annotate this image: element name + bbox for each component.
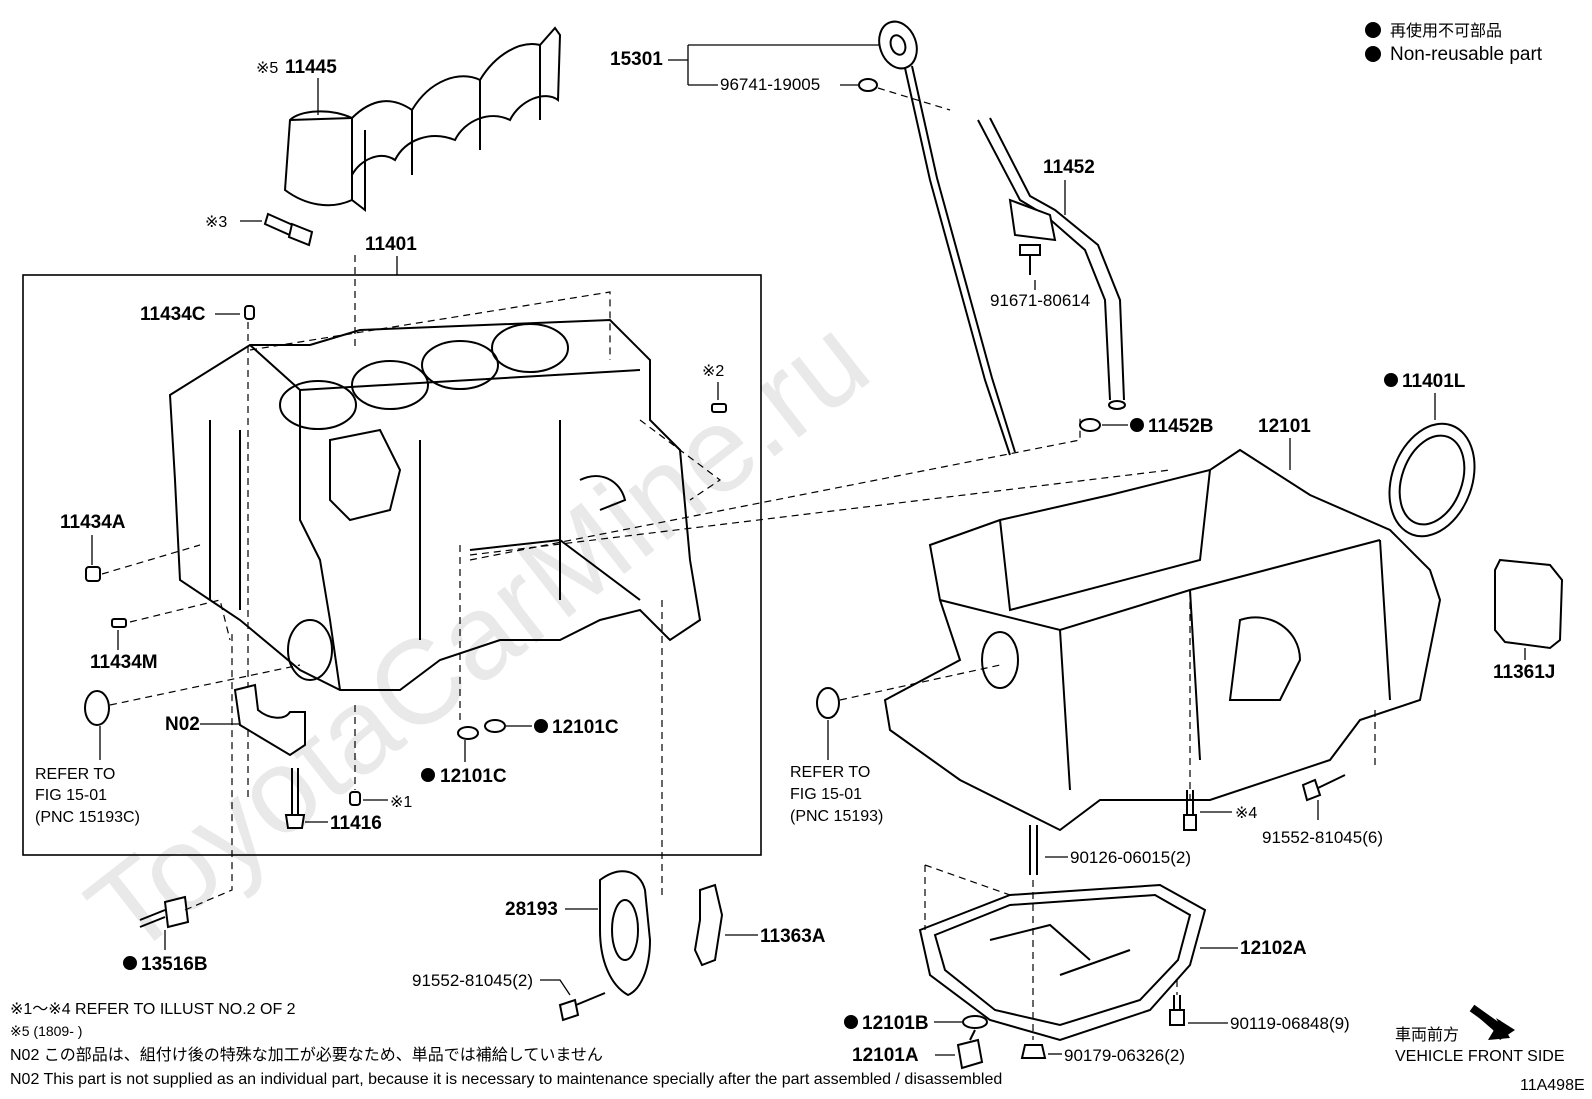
refer-left-line2: FIG 15-01 [35, 787, 107, 804]
illust-id: 11A498E [1520, 1077, 1585, 1094]
label-11363A: 11363A [760, 926, 826, 947]
non-reusable-bullet-icon [1365, 22, 1381, 38]
cylinder-block-drawing [168, 318, 702, 691]
label-11416: 11416 [330, 813, 382, 834]
o-ring-12101C-b-icon [484, 719, 506, 733]
o-ring-mid-icon [816, 687, 840, 719]
label-11401L: 11401L [1402, 371, 1466, 392]
o-ring-12101C-a-icon [457, 726, 479, 740]
label-12101C-a: 12101C [552, 717, 619, 738]
non-reusable-bullet-icon [1384, 373, 1398, 387]
front-english: VEHICLE FRONT SIDE [1395, 1048, 1565, 1065]
pin-11434A-icon [85, 566, 101, 582]
pin-11434M-icon [111, 618, 127, 628]
o-ring-96741-icon [858, 78, 878, 92]
note-ref5-date: ※5 (1809- ) [10, 1023, 82, 1039]
pin-11434C-icon [244, 305, 255, 320]
bolt-ref4-drawing [1183, 790, 1197, 831]
label-13516B: 13516B [141, 954, 208, 975]
label-11361J: 11361J [1493, 662, 1555, 683]
oil-pan-upper-12101-drawing [883, 448, 1442, 832]
refer-mid-line3: (PNC 15193) [790, 808, 883, 825]
label-11434A: 11434A [60, 512, 126, 533]
refer-mid-line2: FIG 15-01 [790, 786, 862, 803]
label-91671-80614: 91671-80614 [990, 291, 1090, 310]
drain-plug-12101A-drawing [956, 1029, 984, 1070]
bolt-91671-drawing [1019, 244, 1041, 275]
non-reusable-bullet-icon [1365, 46, 1381, 62]
refer-mid-line1: REFER TO [790, 764, 870, 781]
legend-english: Non-reusable part [1390, 44, 1543, 65]
label-91552-81045-2: 91552-81045(2) [412, 971, 533, 990]
stud-90126-drawing [1029, 825, 1038, 875]
non-reusable-bullet-icon [534, 719, 548, 733]
nut-90179-icon [1020, 1044, 1047, 1059]
non-reusable-bullet-icon [1130, 418, 1144, 432]
legend: 再使用不可部品 Non-reusable part [1365, 22, 1543, 65]
note-refer-illust: ※1～※4 REFER TO ILLUST NO.2 OF 2 [10, 1001, 296, 1018]
bolt-91552-6-drawing [1301, 774, 1346, 802]
ref2-mark: ※2 [702, 363, 724, 380]
oil-seal-11401L-drawing [1388, 422, 1476, 538]
label-12101A: 12101A [852, 1045, 919, 1066]
label-90179-06326: 90179-06326(2) [1064, 1046, 1185, 1065]
front-japanese: 車両前方 [1395, 1026, 1459, 1044]
pin-ref1-icon [349, 791, 361, 806]
o-ring-11452B-icon [1079, 418, 1101, 432]
ref4-mark: ※4 [1235, 805, 1257, 822]
label-11401: 11401 [365, 234, 417, 255]
cover-11361J-drawing [1494, 558, 1564, 650]
label-12101: 12101 [1258, 416, 1311, 437]
label-11445: 11445 [285, 57, 337, 78]
label-96741-19005: 96741-19005 [720, 75, 820, 94]
sensor-13516B-drawing [139, 895, 190, 929]
label-11452B: 11452B [1148, 416, 1214, 437]
ref5-mark: ※5 [256, 60, 278, 77]
non-reusable-bullet-icon [421, 768, 435, 782]
legend-japanese: 再使用不可部品 [1390, 22, 1502, 40]
dipstick-guide-11452-drawing [977, 117, 1126, 410]
oil-pan-12102A-drawing [918, 883, 1207, 1042]
label-15301: 15301 [610, 49, 663, 70]
label-N02: N02 [165, 714, 200, 735]
non-reusable-bullet-icon [123, 956, 137, 970]
note-N02-english: N02 This part is not supplied as an indi… [10, 1071, 1002, 1088]
label-11434C: 11434C [140, 304, 206, 325]
plug-ref3-drawing [263, 212, 314, 247]
block-group-frame [22, 274, 762, 856]
label-90126-06015: 90126-06015(2) [1070, 848, 1191, 867]
label-12101B: 12101B [862, 1013, 929, 1034]
bearing-cap-N02-drawing [233, 683, 306, 757]
note-N02-japanese: N02 この部品は、組付け後の特殊な加工が必要なため、単品では補給していません [10, 1046, 603, 1064]
label-11452: 11452 [1043, 157, 1095, 178]
o-ring-left-icon [84, 690, 110, 726]
label-90119-06848: 90119-06848(9) [1230, 1014, 1350, 1033]
ref1-mark: ※1 [390, 794, 412, 811]
refer-left-line1: REFER TO [35, 766, 115, 783]
label-12101C-b: 12101C [440, 766, 507, 787]
label-91552-81045-6: 91552-81045(6) [1262, 828, 1383, 847]
bolt-91552-2-drawing [558, 992, 606, 1022]
gasket-28193-drawing [599, 870, 652, 997]
bolt-11416-drawing [284, 768, 306, 829]
ref3-mark: ※3 [205, 214, 227, 231]
bolt-90119-drawing [1169, 995, 1185, 1026]
pin-ref2-icon [711, 403, 727, 413]
label-11434M: 11434M [90, 652, 158, 673]
label-28193: 28193 [505, 899, 558, 920]
label-12102A: 12102A [1240, 938, 1307, 959]
dipstick-15301-drawing [878, 20, 1016, 456]
non-reusable-bullet-icon [844, 1015, 858, 1029]
watermark: ToyotaCarMine.ru [64, 292, 893, 981]
gasket-12101B-icon [962, 1015, 988, 1029]
insulator-11445-drawing [283, 26, 562, 213]
bracket-11363A-drawing [693, 883, 724, 967]
refer-left-line3: (PNC 15193C) [35, 809, 140, 826]
